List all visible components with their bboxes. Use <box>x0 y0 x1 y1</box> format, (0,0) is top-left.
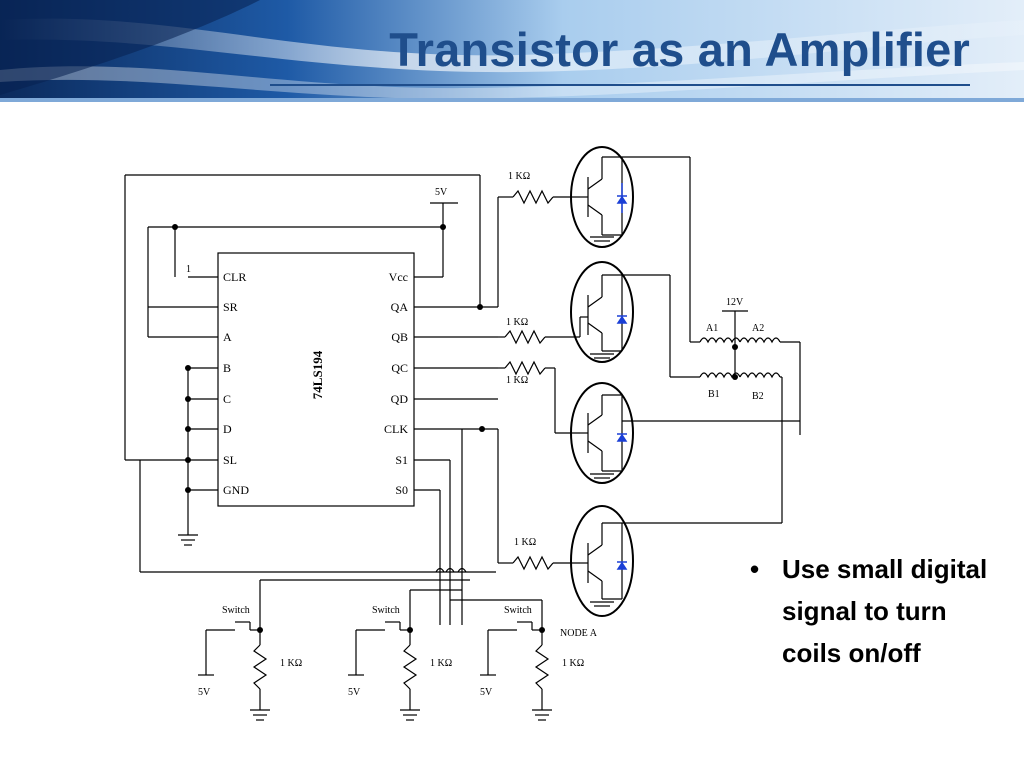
clr-tie-label: 1 <box>186 264 191 275</box>
pin-label-s1: S1 <box>395 453 408 467</box>
pin-label-a: A <box>223 330 232 344</box>
pin-label-qd: QD <box>391 392 409 406</box>
slide-title: Transistor as an Amplifier <box>389 23 970 76</box>
coil-a2-label: A2 <box>752 323 764 334</box>
header-banner: Transistor as an Amplifier <box>0 0 1024 102</box>
bullet-dot: • <box>750 554 760 584</box>
bullet-list: • Use small digital signal to turn coils… <box>750 548 990 674</box>
resistor-label-2: 1 KΩ <box>506 317 528 328</box>
coil-b2-label: B2 <box>752 391 764 402</box>
circuit-schematic: CLR SR A B C D SL GND Vcc QA QB QC QD CL… <box>110 135 830 735</box>
coil-supply-label: 12V <box>726 297 744 308</box>
pin-label-c: C <box>223 392 231 406</box>
switch-label-1: Switch <box>222 605 250 616</box>
title-underline <box>270 84 970 86</box>
resistor-label-1: 1 KΩ <box>508 171 530 182</box>
pin-label-clr: CLR <box>223 270 246 284</box>
switch-supply-label-3: 5V <box>480 687 493 698</box>
switch-supply-label-2: 5V <box>348 687 361 698</box>
switch-supply-label-1: 5V <box>198 687 211 698</box>
pin-label-b: B <box>223 361 231 375</box>
switch-label-2: Switch <box>372 605 400 616</box>
coil-b1-label: B1 <box>708 389 720 400</box>
transistor-4 <box>570 505 782 617</box>
switch-resistor-label-3: 1 KΩ <box>562 658 584 669</box>
switch-label-3: Switch <box>504 605 532 616</box>
pin-label-vcc: Vcc <box>389 270 408 284</box>
pin-label-gnd: GND <box>223 483 249 497</box>
pin-label-sr: SR <box>223 300 238 314</box>
pin-label-d: D <box>223 422 232 436</box>
supply-5v-label: 5V <box>435 187 448 198</box>
coil-a1-label: A1 <box>706 323 718 334</box>
resistor-label-4: 1 KΩ <box>514 537 536 548</box>
pin-label-s0: S0 <box>395 483 408 497</box>
bullet-item: • Use small digital signal to turn coils… <box>750 548 990 674</box>
ic-74ls194-body <box>217 252 415 507</box>
node-a-label: NODE A <box>560 628 598 639</box>
bullet-text: Use small digital signal to turn coils o… <box>782 554 988 668</box>
pin-label-qc: QC <box>391 361 408 375</box>
transistor-3 <box>570 382 782 484</box>
pin-label-qa: QA <box>391 300 409 314</box>
chip-name-label: 74LS194 <box>310 350 325 399</box>
transistor-2 <box>570 261 671 377</box>
switch-resistor-label-1: 1 KΩ <box>280 658 302 669</box>
resistor-label-3: 1 KΩ <box>506 375 528 386</box>
pin-label-clk: CLK <box>384 422 408 436</box>
pin-label-sl: SL <box>223 453 237 467</box>
switch-resistor-label-2: 1 KΩ <box>430 658 452 669</box>
pin-label-qb: QB <box>391 330 408 344</box>
